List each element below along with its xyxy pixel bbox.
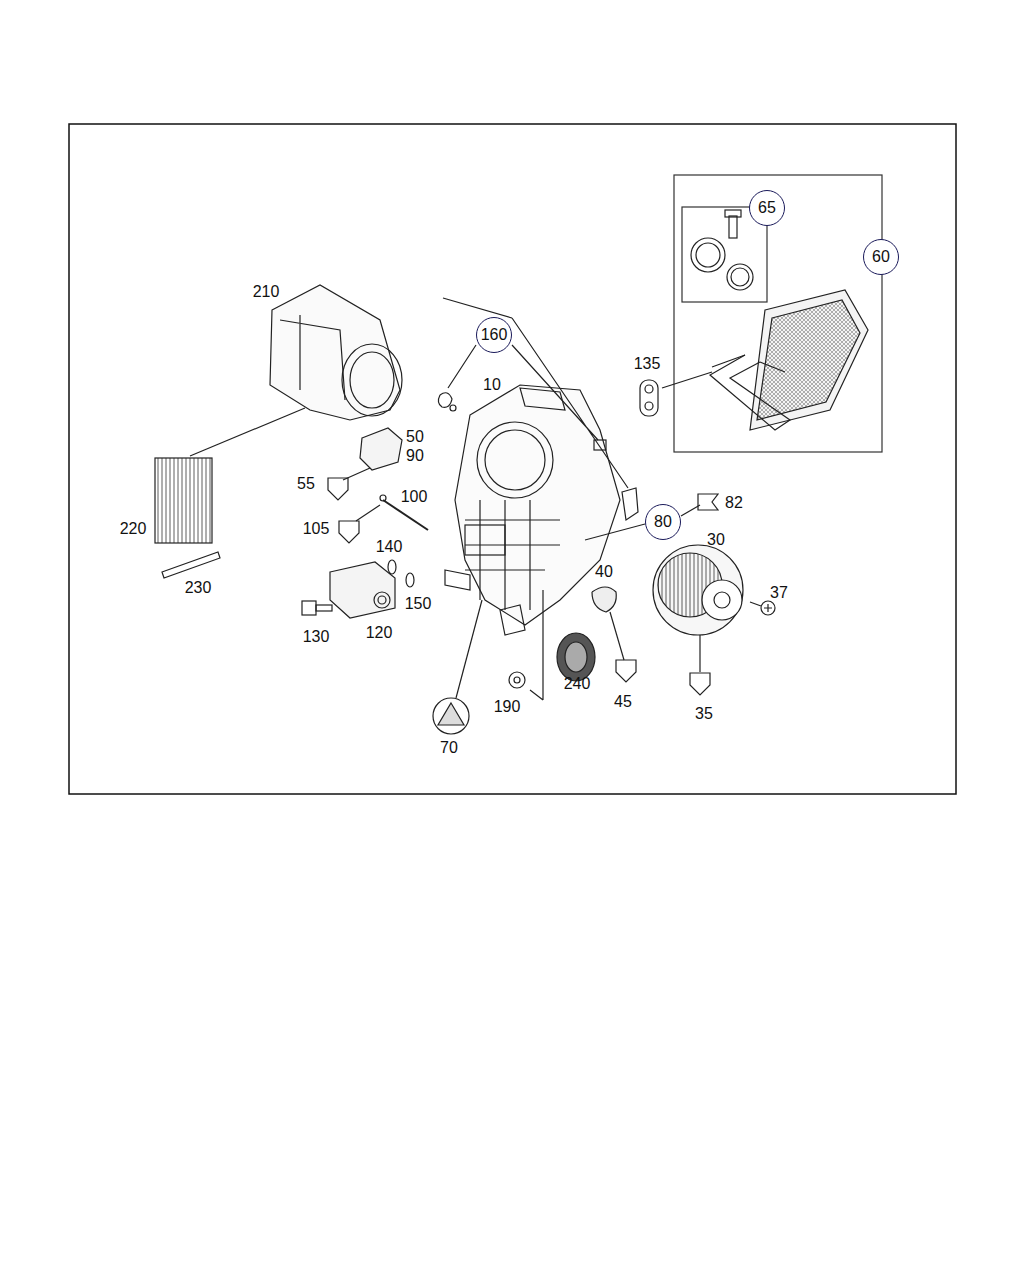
callout-number: 80 [654, 514, 672, 530]
callout-number: 70 [440, 740, 458, 756]
callout-number: 45 [614, 694, 632, 710]
callout-circle: 65 [749, 190, 785, 226]
callout-number: 150 [405, 596, 432, 612]
callout-number: 130 [303, 629, 330, 645]
callout-number: 90 [406, 448, 424, 464]
callout-circle: 80 [645, 504, 681, 540]
callout-number: 105 [303, 521, 330, 537]
callout-number: 30 [707, 532, 725, 548]
callout-number: 60 [872, 249, 890, 265]
callout-number: 210 [253, 284, 280, 300]
callout-number: 100 [401, 489, 428, 505]
callout-number: 140 [376, 539, 403, 555]
callout-number: 50 [406, 429, 424, 445]
callout-number: 40 [595, 564, 613, 580]
callout-number: 160 [481, 327, 508, 343]
callout-number: 55 [297, 476, 315, 492]
callout-number: 135 [634, 356, 661, 372]
callout-number: 10 [483, 377, 501, 393]
callout-number: 220 [120, 521, 147, 537]
callout-circle: 160 [476, 317, 513, 354]
callout-number: 120 [366, 625, 393, 641]
callout-circle: 60 [863, 239, 899, 275]
callout-number: 65 [758, 200, 776, 216]
callout-number: 37 [770, 585, 788, 601]
callout-number: 35 [695, 706, 713, 722]
callout-number: 230 [185, 580, 212, 596]
callout-number: 190 [494, 699, 521, 715]
callout-number: 82 [725, 495, 743, 511]
callout-number: 240 [564, 676, 591, 692]
